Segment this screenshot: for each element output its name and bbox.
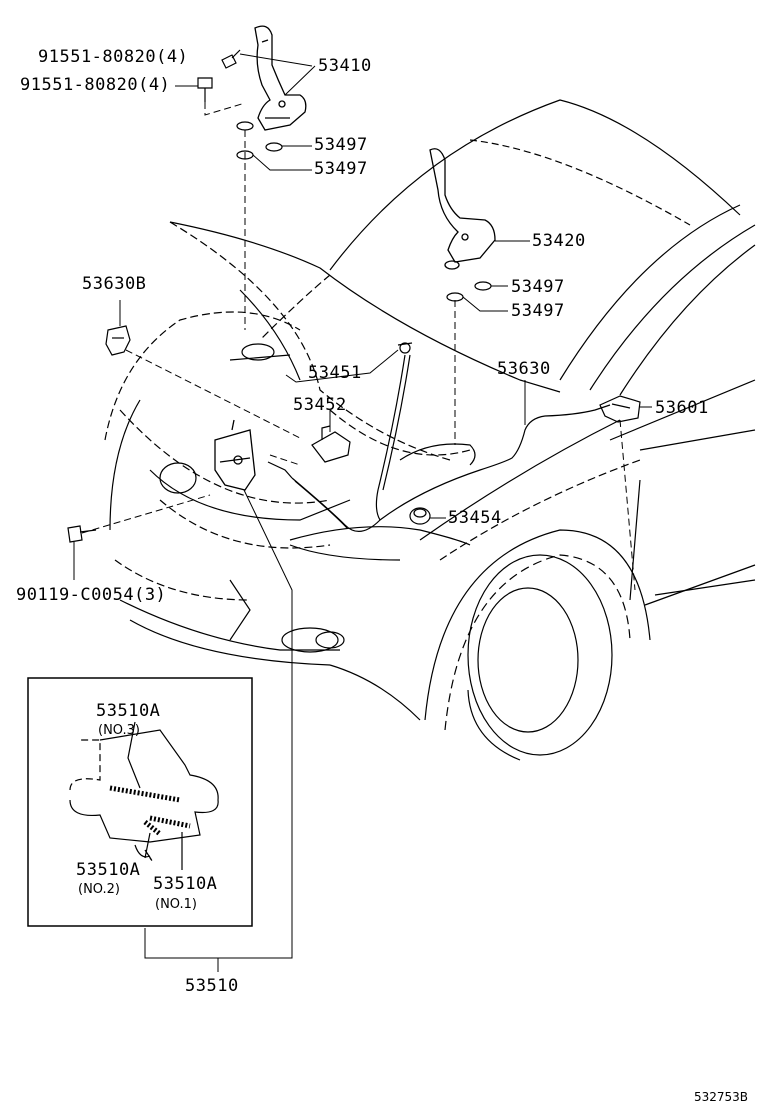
note-spring-no3: (NO.3) <box>98 723 140 738</box>
inset-box <box>27 677 253 927</box>
label-hinge-left: 53410 <box>318 56 372 76</box>
label-bolt-lower: 91551-80820(4) <box>20 75 171 95</box>
label-spring-no2: 53510A <box>76 860 141 880</box>
dashed-guides <box>81 102 636 591</box>
hood-hinge-right <box>429 148 496 270</box>
label-spring-no1: 53510A <box>153 874 218 894</box>
label-hinge-right: 53420 <box>532 231 586 251</box>
note-spring-no2: (NO.2) <box>78 882 120 897</box>
label-screw: 90119-C0054(3) <box>16 585 167 605</box>
label-rod-holder: 53452 <box>293 395 347 415</box>
label-cushion: 53454 <box>448 508 502 528</box>
hood-cushion <box>409 507 431 525</box>
label-washer-right-b: 53497 <box>511 301 565 321</box>
label-rod: 53451 <box>308 363 362 383</box>
label-washer-right-a: 53497 <box>511 277 565 297</box>
label-lever: 53601 <box>655 398 709 418</box>
hood-hinge-left <box>254 25 307 131</box>
release-cable <box>267 404 611 532</box>
label-spring-no3: 53510A <box>96 701 161 721</box>
car-body-outline <box>104 99 756 761</box>
bolt-icons <box>197 49 241 102</box>
screw-part <box>67 525 97 543</box>
rod-holder <box>311 425 351 463</box>
label-washer-left-a: 53497 <box>314 135 368 155</box>
label-cable: 53630 <box>497 359 551 379</box>
label-bolt-upper: 91551-80820(4) <box>38 47 189 67</box>
label-washer-left-b: 53497 <box>314 159 368 179</box>
clamp-part <box>105 325 131 356</box>
hood-lock <box>214 419 256 491</box>
washers-right <box>446 281 492 302</box>
label-lock-assembly: 53510 <box>185 976 239 996</box>
note-spring-no1: (NO.1) <box>155 897 197 912</box>
hood-support-rod <box>375 342 413 521</box>
label-clamp: 53630B <box>82 274 147 294</box>
leader-lines <box>73 53 652 972</box>
release-lever <box>599 395 641 423</box>
figure-reference: 532753B <box>694 1090 749 1104</box>
